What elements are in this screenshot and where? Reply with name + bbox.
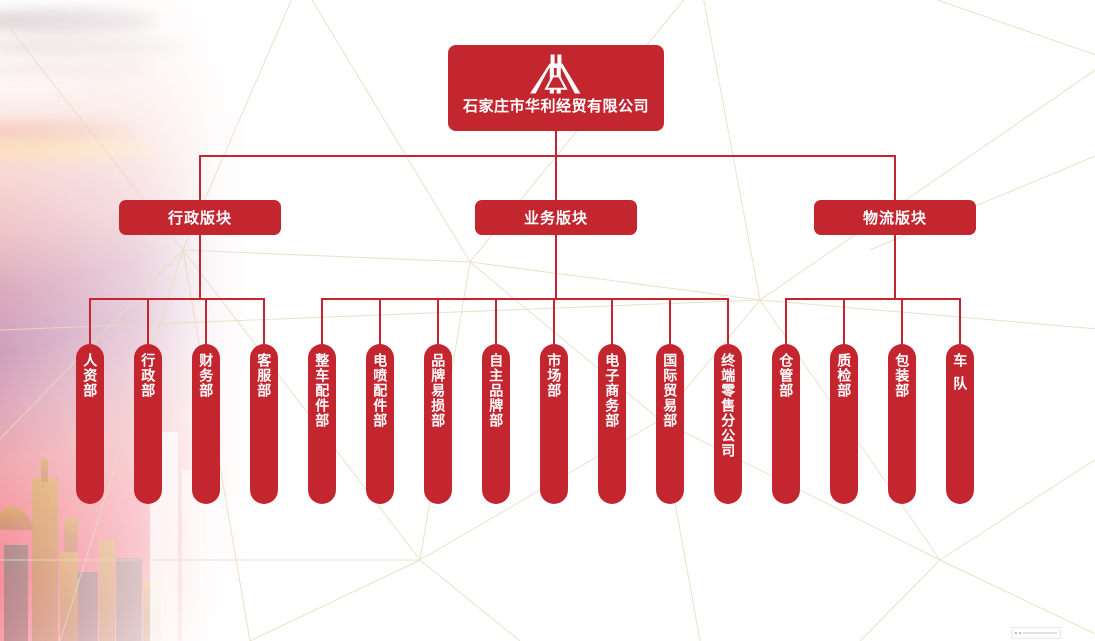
skyline-silhouette <box>0 0 250 641</box>
division-label-business: 业务版块 <box>523 210 588 227</box>
department-node[interactable]: 国际贸易部 <box>656 344 684 504</box>
division-label-logistics: 物流版块 <box>862 210 927 227</box>
department-node[interactable]: 市场部 <box>540 344 568 504</box>
root-node-company[interactable]: 石家庄市华利经贸有限公司 <box>448 45 664 131</box>
department-node[interactable]: 仓管部 <box>772 344 800 504</box>
widget-dot-icon <box>1015 632 1017 634</box>
department-label: 仓管部 <box>778 353 795 398</box>
edge-leaf-stem <box>89 298 91 344</box>
division-node-business[interactable]: 业务版块 <box>475 200 637 235</box>
edge-leaf-stem <box>205 298 207 344</box>
department-label: 包装部 <box>894 353 911 398</box>
department-label: 国际贸易部 <box>662 353 679 428</box>
edge-leaf-stem <box>843 298 845 344</box>
department-node[interactable]: 客服部 <box>250 344 278 504</box>
division-label-admin: 行政版块 <box>167 210 232 227</box>
edge-leaf-stem <box>437 298 439 344</box>
department-label: 车队 <box>952 353 969 399</box>
widget-dot-icon <box>1019 632 1021 634</box>
department-label: 客服部 <box>256 353 273 398</box>
edge-business-stem <box>555 235 557 299</box>
department-node[interactable]: 财务部 <box>192 344 220 504</box>
department-node[interactable]: 自主品牌部 <box>482 344 510 504</box>
huali-arch-logo-icon <box>530 54 581 94</box>
department-label: 质检部 <box>836 353 853 398</box>
widget-bar <box>1023 632 1057 634</box>
department-node[interactable]: 电喷配件部 <box>366 344 394 504</box>
edge-leaf-stem <box>379 298 381 344</box>
edge-leaf-stem <box>727 298 729 344</box>
edge-drop-admin <box>199 155 201 201</box>
edge-admin-bus <box>89 298 263 300</box>
edge-drop-logistics <box>894 155 896 201</box>
department-node[interactable]: 品牌易损部 <box>424 344 452 504</box>
department-node[interactable]: 行政部 <box>134 344 162 504</box>
corner-widget[interactable] <box>1011 627 1061 639</box>
department-label: 整车配件部 <box>314 353 331 428</box>
edge-leaf-stem <box>901 298 903 344</box>
department-label: 行政部 <box>140 353 157 398</box>
department-node[interactable]: 车队 <box>946 344 974 504</box>
department-node[interactable]: 电子商务部 <box>598 344 626 504</box>
department-label: 电子商务部 <box>604 353 621 428</box>
department-label: 电喷配件部 <box>372 353 389 428</box>
edge-admin-stem <box>199 235 201 299</box>
edge-level2-bus <box>199 155 895 157</box>
department-label: 市场部 <box>546 353 563 398</box>
edge-leaf-stem <box>321 298 323 344</box>
edge-leaf-stem <box>785 298 787 344</box>
edge-leaf-stem <box>959 298 961 344</box>
department-node[interactable]: 质检部 <box>830 344 858 504</box>
edge-drop-business <box>555 155 557 201</box>
root-company-name: 石家庄市华利经贸有限公司 <box>462 98 649 115</box>
background-cityscape-photo <box>0 0 250 641</box>
division-node-admin[interactable]: 行政版块 <box>119 200 281 235</box>
division-node-logistics[interactable]: 物流版块 <box>814 200 976 235</box>
edge-leaf-stem <box>611 298 613 344</box>
department-label: 人资部 <box>82 353 99 398</box>
edge-business-bus <box>321 298 727 300</box>
department-node[interactable]: 终端零售分公司 <box>714 344 742 504</box>
edge-logistics-stem <box>894 235 896 299</box>
edge-leaf-stem <box>147 298 149 344</box>
edge-leaf-stem <box>495 298 497 344</box>
department-node[interactable]: 整车配件部 <box>308 344 336 504</box>
department-node[interactable]: 包装部 <box>888 344 916 504</box>
edge-logistics-bus <box>785 298 959 300</box>
edge-leaf-stem <box>553 298 555 344</box>
department-node[interactable]: 人资部 <box>76 344 104 504</box>
department-label: 财务部 <box>198 353 215 398</box>
department-label: 终端零售分公司 <box>720 353 737 458</box>
edge-leaf-stem <box>669 298 671 344</box>
edge-root-stem <box>555 131 557 157</box>
department-label: 品牌易损部 <box>430 353 447 428</box>
department-label: 自主品牌部 <box>488 353 505 428</box>
edge-leaf-stem <box>263 298 265 344</box>
